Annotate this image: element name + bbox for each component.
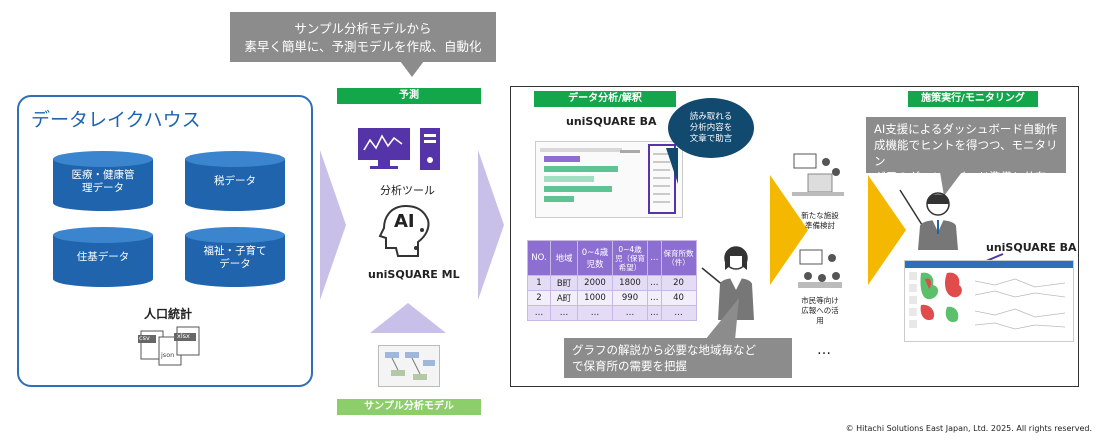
scene1-label: 新たな施設準備検討 <box>801 211 839 230</box>
up-arrow <box>370 303 446 333</box>
advice-bubble-line2: 分析内容を <box>689 123 733 133</box>
table-header-ellipsis: … <box>647 240 662 276</box>
analysis-monitoring-box <box>510 86 1079 387</box>
bottom-callout-line1: グラフの解説から必要な地域毎など <box>572 343 756 357</box>
ai-label: AI <box>394 211 415 232</box>
presentation-scene-icon <box>798 249 842 288</box>
cylinder-resident: 住基データ <box>53 227 153 287</box>
bottom-callout-line2: で保育所の需要を把握 <box>572 359 687 373</box>
advice-text-highlight <box>648 144 676 214</box>
top-callout-line2: 素早く簡単に、予測モデルを作成、自動化 <box>244 39 482 54</box>
table-header-nurseries: 保育所数（件） <box>660 240 697 276</box>
file-icons: csv json xlsx <box>137 325 217 369</box>
presenter-man-icon <box>899 189 958 250</box>
monitoring-callout: AI支援によるダッシュボード自動作 成機能でヒントを得つつ、モニタリン グ用のダ… <box>866 117 1066 184</box>
analyst-woman-icon <box>701 246 754 320</box>
chevron-arrow-2 <box>478 150 504 300</box>
analysis-ba-label: uniSQUARE BA <box>566 115 657 128</box>
advice-bubble-line1: 読み取れる <box>689 112 733 122</box>
monitoring-ba-label: uniSQUARE BA <box>986 241 1077 254</box>
top-callout-line1: サンプル分析モデルから <box>294 21 432 36</box>
pc-tower-icon <box>420 128 440 170</box>
file-label-xlsx: xlsx <box>177 332 190 340</box>
meeting-scene-icon <box>792 153 844 196</box>
cylinder-welfare-label: 福祉・子育てデータ <box>203 245 267 270</box>
cylinder-tax-label: 税データ <box>214 175 256 187</box>
monitoring-callout-line1: AI支援によるダッシュボード自動作 <box>874 122 1058 136</box>
chevron-arrow-1 <box>320 150 346 300</box>
sample-model-thumbnail <box>378 345 440 387</box>
table-header-region: 地域 <box>550 240 578 276</box>
table-row: ……………… <box>527 305 697 321</box>
analysis-header: データ分析/解釈 <box>534 91 676 107</box>
data-lakehouse-title: データレイクハウス <box>31 109 201 131</box>
file-label-json: json <box>161 351 175 359</box>
file-stack-icon <box>138 326 200 366</box>
bottom-callout: グラフの解説から必要な地域毎など で保育所の需要を把握 <box>564 338 792 378</box>
cylinder-resident-label: 住基データ <box>76 251 130 263</box>
cylinder-medical: 医療・健康管理データ <box>53 151 153 211</box>
top-callout-pointer <box>400 61 424 77</box>
monitoring-callout-pointer <box>940 172 962 196</box>
copyright-text: © Hitachi Solutions East Japan, Ltd. 202… <box>845 424 1092 433</box>
monitoring-callout-line3: グ用のダッシュボード準備と共有 <box>874 170 1047 184</box>
data-lakehouse-box: データレイクハウス 医療・健康管理データ 税データ 住基データ 福祉・子育てデー… <box>17 95 313 387</box>
sample-model-label: サンプル分析モデル <box>337 399 481 415</box>
unisquare-ml-label: uniSQUARE ML <box>368 268 460 281</box>
monitor-chart-icon <box>358 128 410 169</box>
scene2-label: 市民等向け広報への活用 <box>801 296 839 325</box>
monitoring-callout-line2: 成機能でヒントを得つつ、モニタリン <box>874 138 1058 168</box>
monitoring-header: 施策実行/モニタリング <box>908 91 1038 107</box>
prediction-header: 予測 <box>337 88 481 104</box>
advice-bubble: 読み取れる 分析内容を 文章で助言 <box>668 98 754 158</box>
bottom-callout-pointer <box>705 298 739 340</box>
cylinder-welfare: 福祉・子育てデータ <box>185 227 285 287</box>
table-header-children: 0~4歳児数 <box>577 240 613 276</box>
cylinder-tax: 税データ <box>185 151 285 211</box>
table-header-no: NO. <box>527 240 551 276</box>
table-header-desired: 0~4歳児（保育希望） <box>612 240 648 276</box>
cylinder-medical-label: 医療・健康管理データ <box>71 169 135 194</box>
advice-bubble-tail <box>666 148 678 184</box>
population-stats-label: 人口統計 <box>144 307 193 321</box>
ai-head-icon <box>378 204 430 257</box>
file-label-csv: csv <box>139 334 150 342</box>
orange-chevron-1 <box>770 175 808 285</box>
scenes-ellipsis: … <box>817 342 831 358</box>
analysis-tool-label: 分析ツール <box>380 184 435 197</box>
dashboard-screenshot <box>904 260 1074 342</box>
advice-bubble-line3: 文章で助言 <box>689 134 733 144</box>
top-callout: サンプル分析モデルから 素早く簡単に、予測モデルを作成、自動化 <box>230 12 496 62</box>
ba-screenshot <box>535 141 683 218</box>
orange-chevron-2 <box>868 175 906 285</box>
